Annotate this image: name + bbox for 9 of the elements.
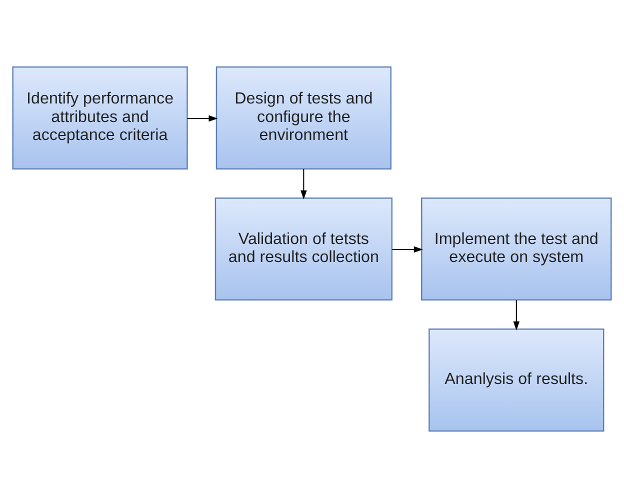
node-box: Ananlysis of results. (428, 328, 604, 432)
arrow (187, 115, 218, 122)
node-box: Identify performance attributes and acceptance criteria (12, 66, 188, 170)
node-box: Validation of tetsts and results collection (214, 197, 392, 301)
arrow (513, 300, 520, 330)
node-box: Implement the test and execute on system (421, 197, 612, 301)
arrow (392, 246, 423, 253)
node-box: Design of tests and configure the environment (216, 66, 392, 170)
arrow (300, 168, 307, 200)
